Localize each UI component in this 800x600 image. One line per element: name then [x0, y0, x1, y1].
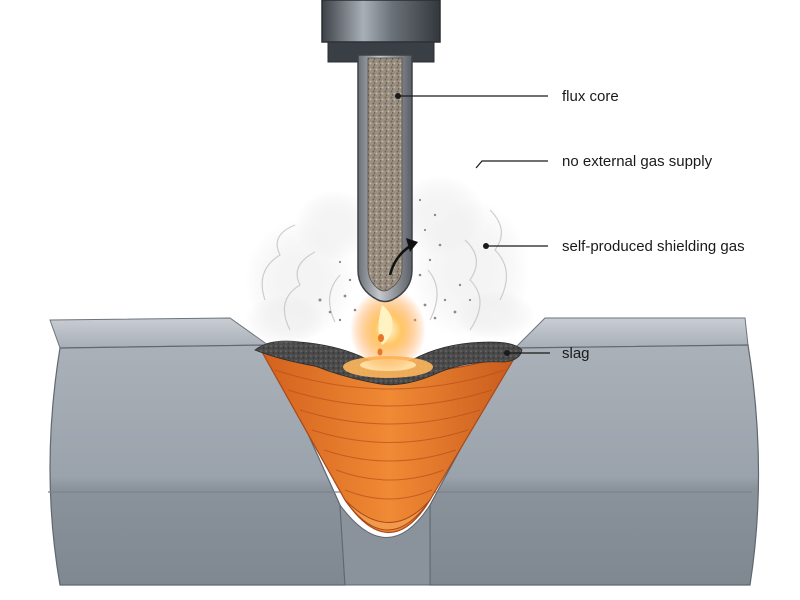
label-no-external-gas: no external gas supply	[475, 153, 713, 170]
slag-label: slag	[562, 345, 590, 362]
welding-arc	[350, 288, 426, 372]
leader-dot	[395, 93, 401, 99]
electrode-wire	[357, 54, 418, 303]
shielding-gas-label: self-produced shielding gas	[562, 238, 745, 255]
no-external-gas-label: no external gas supply	[562, 153, 713, 170]
label-flux-core: flux core	[395, 88, 619, 105]
flux-core-label: flux core	[562, 88, 619, 105]
shielding-gas-cloud	[245, 175, 535, 345]
label-shielding-gas: self-produced shielding gas	[483, 238, 745, 255]
leader-dot	[504, 350, 510, 356]
label-slag: slag	[504, 345, 590, 362]
torch-nozzle	[321, 0, 441, 63]
leader-dot	[483, 243, 489, 249]
